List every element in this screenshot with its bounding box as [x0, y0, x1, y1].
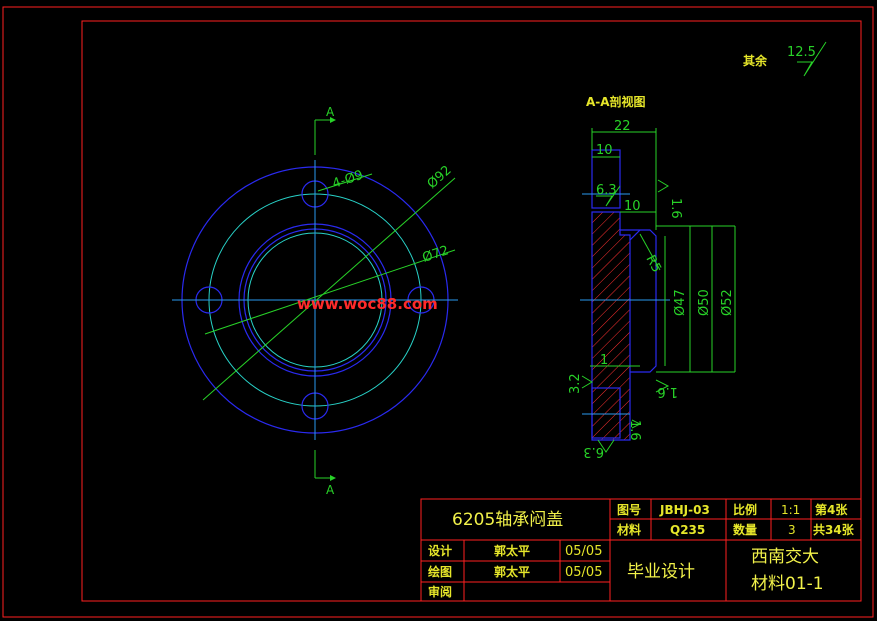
qty-value: 3	[788, 523, 796, 537]
school-name: 西南交大	[751, 547, 819, 567]
rough-3-2: 3.2	[568, 373, 583, 394]
title-block-frame	[420, 498, 862, 602]
drawing-no: JBHJ-03	[659, 503, 710, 517]
roughness-symbol-icon	[631, 419, 642, 429]
review-label: 审阅	[428, 584, 452, 599]
dim-total-width: 22	[614, 119, 631, 134]
draw-name: 郭太平	[494, 564, 530, 579]
rough-6-3-b: 6.3	[583, 444, 604, 459]
section-body-hatch	[591, 211, 631, 441]
dim-leader-r5	[639, 233, 661, 271]
dim-d50: Ø50	[697, 289, 712, 316]
dim-flange-width: 10	[596, 143, 613, 158]
sheet-number: 第4张	[815, 502, 848, 517]
dim-leader-holes	[317, 173, 373, 192]
fillet-line	[629, 229, 641, 241]
roughness-symbol-icon	[655, 379, 670, 393]
dim-radius: R5	[642, 253, 663, 275]
roughness-value: 12.5	[787, 45, 816, 60]
dim-leader-72	[204, 249, 456, 335]
material-label: 材料	[616, 522, 641, 537]
roughness-symbol-icon	[657, 179, 669, 193]
rough-1-6-c: 1.6	[627, 420, 642, 441]
dim-step-width: 10	[624, 199, 641, 214]
part-name: 6205轴承闷盖	[452, 510, 563, 530]
arrow-right-icon	[330, 475, 336, 481]
section-view[interactable]: A-A剖视图 22 10 10 R5 Ø47 Ø50 Ø52 6.3	[568, 94, 736, 459]
draw-label: 绘图	[428, 564, 452, 579]
section-mark-top: A	[326, 105, 335, 119]
draw-date: 05/05	[565, 565, 602, 580]
dim-d52: Ø52	[720, 289, 735, 316]
roughness-label: 其余	[743, 53, 768, 68]
flange-top	[591, 149, 621, 209]
design-date: 05/05	[565, 544, 602, 559]
roughness-symbol-icon	[581, 375, 593, 389]
boss-outline	[620, 229, 657, 373]
section-mark-bottom: A	[326, 483, 335, 497]
section-title: A-A剖视图	[586, 94, 646, 109]
watermark-text: www.woc88.com	[297, 295, 438, 313]
total-sheets: 共34张	[813, 522, 855, 537]
class-name: 材料01-1	[751, 574, 824, 594]
dim-leader-92	[202, 177, 456, 401]
project-name: 毕业设计	[627, 562, 695, 582]
dim-d47: Ø47	[673, 289, 688, 316]
scale-value: 1:1	[781, 503, 800, 517]
drawing-no-label: 图号	[617, 502, 641, 517]
dim-small-1: 1	[600, 353, 608, 368]
dim-pitch-dia-label: Ø72	[421, 243, 451, 266]
roughness-symbol-icon	[797, 41, 827, 77]
outer-frame	[2, 6, 874, 618]
rough-1-6-a: 1.6	[668, 198, 683, 219]
material-value: Q235	[670, 523, 705, 537]
rough-1-6-b: 1.6	[657, 384, 678, 399]
rough-6-3: 6.3	[596, 183, 617, 198]
scale-label: 比例	[733, 502, 757, 517]
general-roughness-note: 其余 12.5	[743, 41, 827, 77]
arrow-right-icon	[330, 117, 336, 123]
flange-bottom	[591, 387, 621, 439]
dim-holes-label: 4-Ø9	[331, 168, 366, 192]
roughness-symbol-icon	[596, 185, 621, 207]
design-name: 郭太平	[494, 543, 530, 558]
front-view[interactable]: A A 4-Ø9 Ø92 Ø72 www.woc88.com	[172, 105, 458, 497]
qty-label: 数量	[733, 522, 757, 537]
design-label: 设计	[428, 543, 452, 558]
title-block[interactable]: 6205轴承闷盖 图号 JBHJ-03 比例 1:1 第4张 材料 Q235 数…	[420, 498, 862, 602]
dim-outer-dia-label: Ø92	[425, 163, 455, 192]
roughness-symbol-icon	[597, 439, 615, 453]
